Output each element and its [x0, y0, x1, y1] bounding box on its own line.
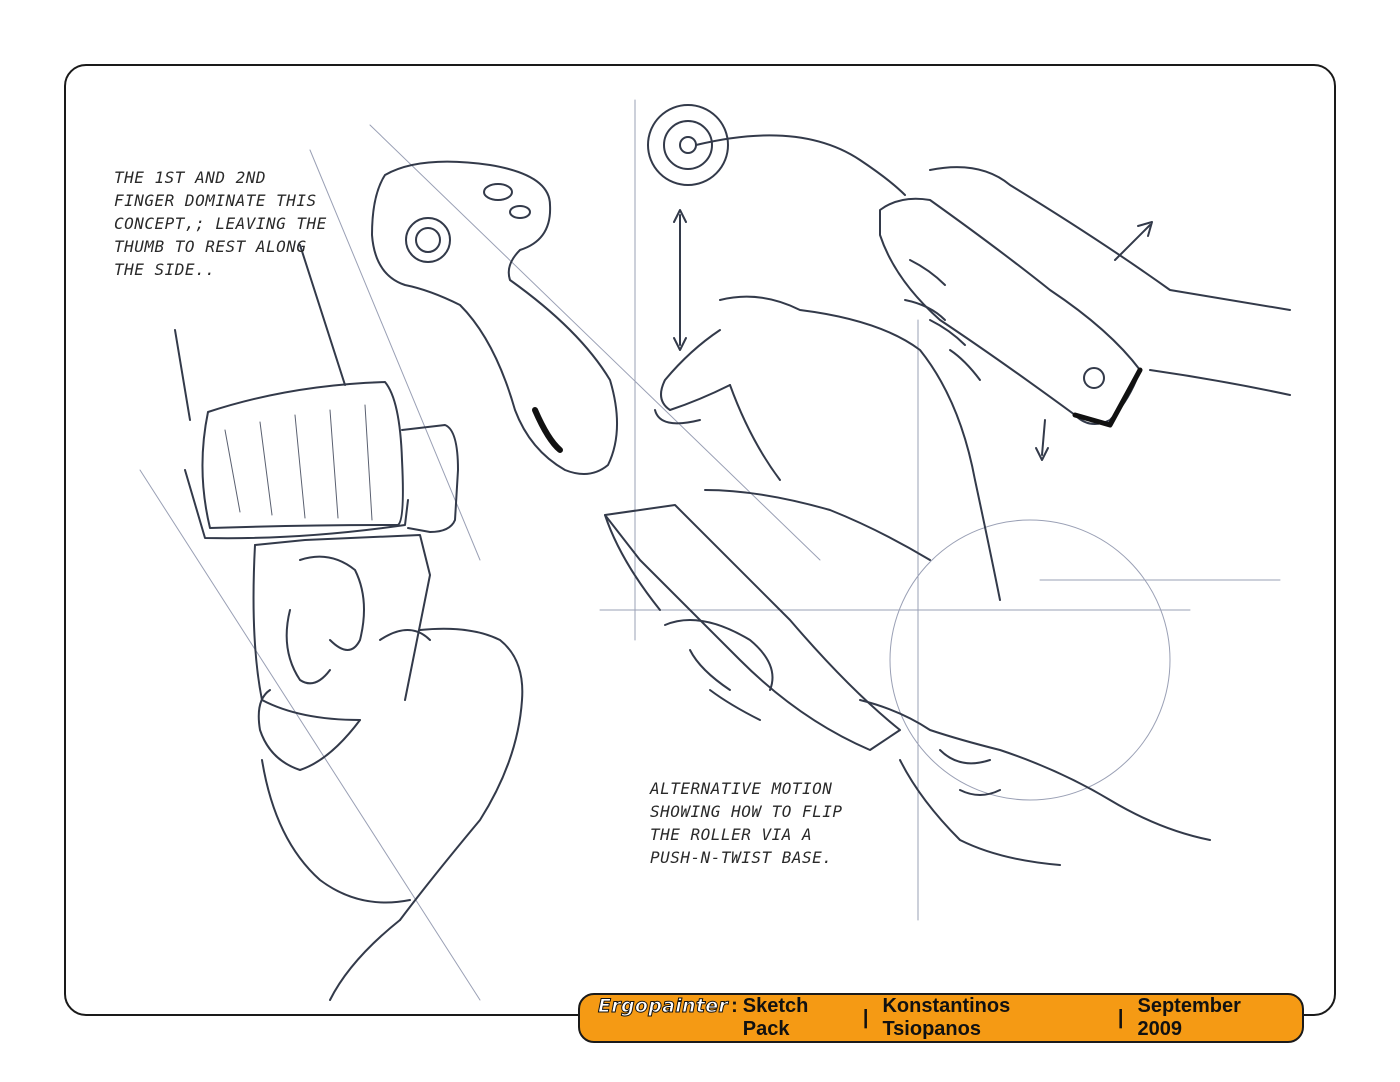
footer-author: Konstantinos Tsiopanos: [882, 995, 1011, 1040]
annotation-line: CONCEPT,; LEAVING THE: [114, 214, 327, 233]
top-right-device: [647, 104, 1291, 428]
footer-colon: :: [731, 995, 738, 1017]
footer-title: Sketch Pack: [742, 995, 809, 1040]
annotation-line: SHOWING HOW TO FLIP: [650, 802, 843, 821]
annotation-line: THE ROLLER VIA A: [650, 825, 813, 844]
construction-lines: [139, 99, 1281, 1001]
footer-divider: |: [1117, 1006, 1124, 1029]
annotation-line: THE SIDE..: [114, 260, 216, 279]
footer-divider: |: [862, 1006, 869, 1029]
left-roller-device: [174, 244, 459, 721]
footer-date: September 2009: [1137, 995, 1241, 1040]
annotation-line: THUMB TO REST ALONG: [114, 237, 307, 256]
annotation-line: PUSH-N-TWIST BASE.: [650, 848, 833, 867]
motion-arrows: [673, 209, 1153, 461]
annotation-finger-concept: THE 1ST AND 2ND FINGER DOMINATE THIS CON…: [114, 166, 327, 281]
annotation-line: ALTERNATIVE MOTION: [650, 779, 833, 798]
footer-banner: Ergopainter : Sketch Pack | Konstantinos…: [578, 993, 1304, 1043]
annotation-line: FINGER DOMINATE THIS: [114, 191, 317, 210]
annotation-alternative-motion: ALTERNATIVE MOTION SHOWING HOW TO FLIP T…: [650, 777, 843, 869]
sketch-page-frame: [64, 64, 1336, 1016]
lower-roller-device: [604, 504, 1211, 866]
brand-logo: Ergopainter: [597, 995, 729, 1018]
left-hand: [257, 627, 524, 1001]
center-pointing-hand: [654, 295, 1001, 601]
center-curved-device: [371, 160, 618, 475]
ergonomic-roller-sketch: [139, 99, 1291, 1001]
annotation-line: THE 1ST AND 2ND: [114, 168, 266, 187]
